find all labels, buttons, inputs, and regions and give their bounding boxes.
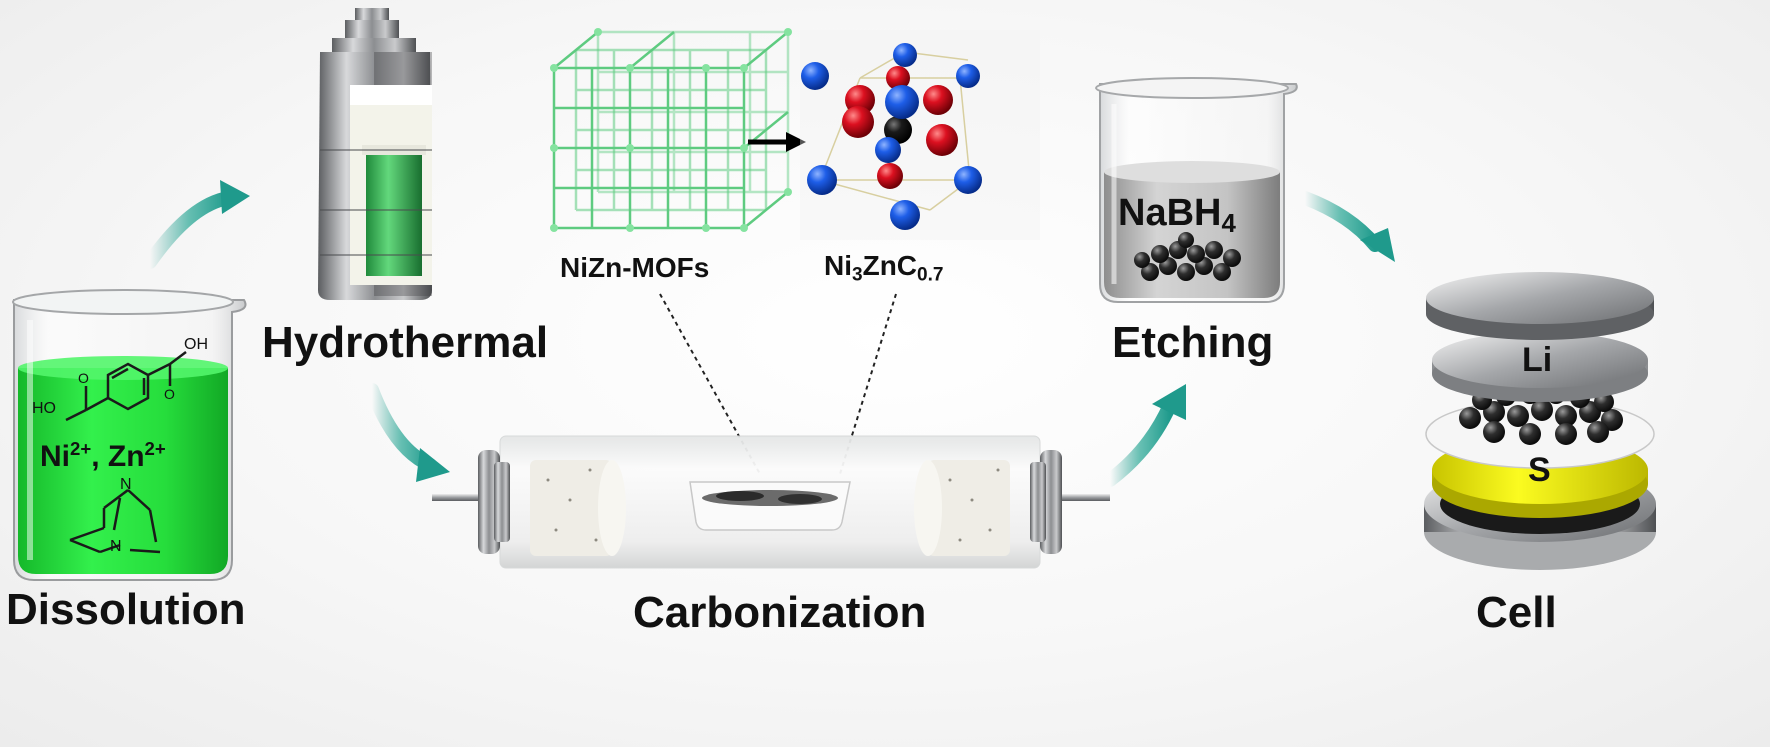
tube-furnace [432,435,1110,569]
atom-zn [875,137,901,163]
atom-zn [893,43,917,67]
flow-arrows [143,180,1395,487]
atom-ni [923,85,953,115]
mof-lattice [550,28,792,232]
label-li: Li [1522,341,1553,379]
atom-ni [842,106,874,138]
hydrothermal-autoclave [318,8,432,300]
separator-disc [1425,384,1655,469]
atom-c-center [884,116,912,144]
battery-cell-stack [1424,272,1656,570]
ion-ni-charge: 2+ [70,438,92,459]
terephthalic-acid-structure [65,351,187,422]
atom-ni [886,66,910,90]
label-ho: HO [32,400,56,417]
atom-zn [807,165,837,195]
label-metal-ions: Ni2+, Zn2+ [40,438,166,474]
label-carbonization: Carbonization [633,588,927,637]
plug-left [530,460,626,556]
atom-zn [956,64,980,88]
lithium-disc [1432,332,1648,402]
atom-ni [926,124,958,156]
etchant-sub-4: 4 [1221,210,1236,239]
label-hydrothermal: Hydrothermal [262,318,549,367]
etching-particles [1134,232,1241,281]
etchant-formula: NaBH [1118,192,1222,234]
label-dabco-n-top: N [120,476,132,493]
atom-zn [885,85,919,119]
label-dabco-n-bottom: N [110,538,122,555]
atom-zn [801,62,829,90]
etching-beaker [1095,77,1298,303]
arrow-etching-to-cell [1298,191,1382,252]
plug-right [914,460,1010,556]
sample-boat [689,481,851,531]
label-o-left: O [78,370,89,386]
arrow-dissolution-to-hydrothermal [143,191,235,269]
label-dissolution: Dissolution [6,585,246,634]
atom-ni [877,163,903,189]
ion-separator: , [91,440,108,474]
atom-zn [890,200,920,230]
ion-zn-charge: 2+ [144,438,166,459]
flange-left [478,450,510,554]
ion-zn: Zn [107,440,145,474]
arrow-carbonization-to-etching [1103,398,1177,487]
label-nizn-mofs: NiZn-MOFs [560,252,710,283]
label-s: S [1528,451,1551,489]
carbide-part-c: ZnC [862,250,918,281]
dabco-structure [69,489,161,554]
atom-zn [954,166,982,194]
flange-right [1030,450,1062,554]
carbide-sub-07: 0.7 [917,264,944,286]
label-cell: Cell [1476,588,1557,637]
label-oh: OH [184,336,208,353]
label-ni3znc07: Ni3ZnC0.7 [824,250,944,286]
cell-top-cap [1426,272,1654,340]
dissolution-beaker [12,289,247,581]
label-nabh4: NaBH4 [1118,192,1236,239]
conversion-arrow [748,132,806,152]
ion-ni: Ni [40,440,70,474]
carbide-part-a: Ni [824,250,852,281]
carbide-sub-3: 3 [852,264,863,286]
carbide-unit-cell [800,30,1040,240]
label-o-right: O [164,386,175,402]
label-etching: Etching [1112,318,1274,367]
